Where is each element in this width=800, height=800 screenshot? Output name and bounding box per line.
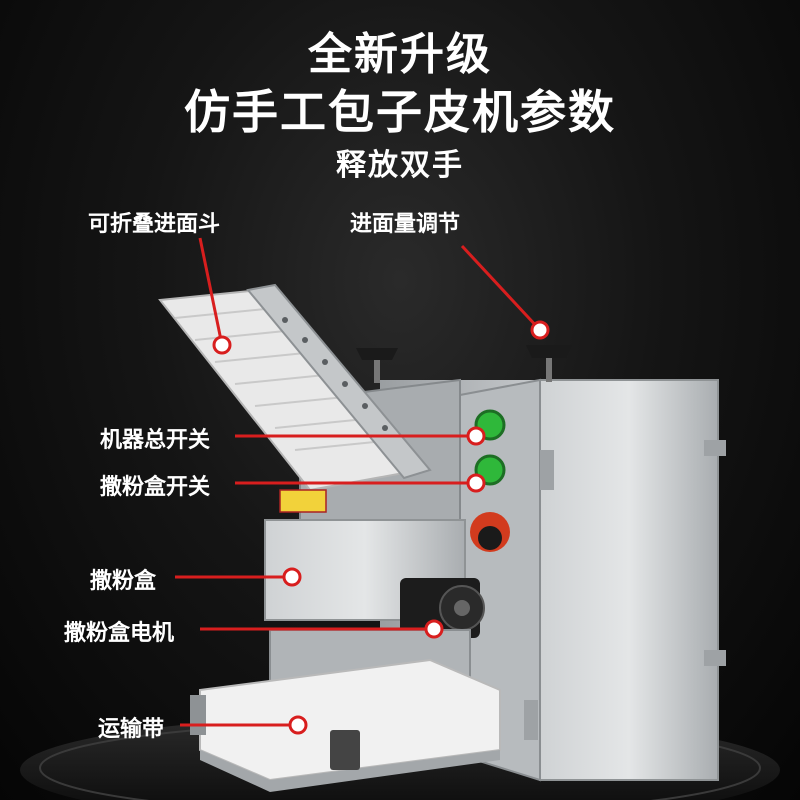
headline-tagline: 释放双手 — [336, 148, 464, 183]
callout-dot-powder-motor — [424, 619, 444, 639]
headline-product: 仿手工包子皮机参数 — [184, 85, 616, 139]
feed-adjust-knob-right — [526, 345, 572, 358]
warning-label — [279, 489, 327, 513]
callout-hopper-label: 可折叠进面斗 — [88, 212, 221, 237]
callout-dot-powder-box — [282, 567, 302, 587]
feed-adjust-knob-left — [356, 348, 398, 360]
callout-dot-feed-adjust — [530, 320, 550, 340]
callout-dot-conveyor — [288, 715, 308, 735]
callout-dot-powder-switch — [466, 473, 486, 493]
callout-conveyor-label: 运输带 — [98, 717, 165, 742]
callout-feed-adjust-label: 进面量调节 — [350, 212, 461, 237]
headline-upgrade: 全新升级 — [308, 29, 492, 80]
callout-main-switch-label: 机器总开关 — [100, 428, 211, 453]
callout-powder-switch-label: 撒粉盒开关 — [100, 475, 211, 500]
callout-powder-motor-label: 撒粉盒电机 — [64, 621, 175, 646]
machine-cabinet — [539, 379, 719, 781]
callout-powder-box-label: 撒粉盒 — [90, 569, 157, 594]
callout-dot-hopper — [212, 335, 232, 355]
callout-dot-main-switch — [466, 426, 486, 446]
